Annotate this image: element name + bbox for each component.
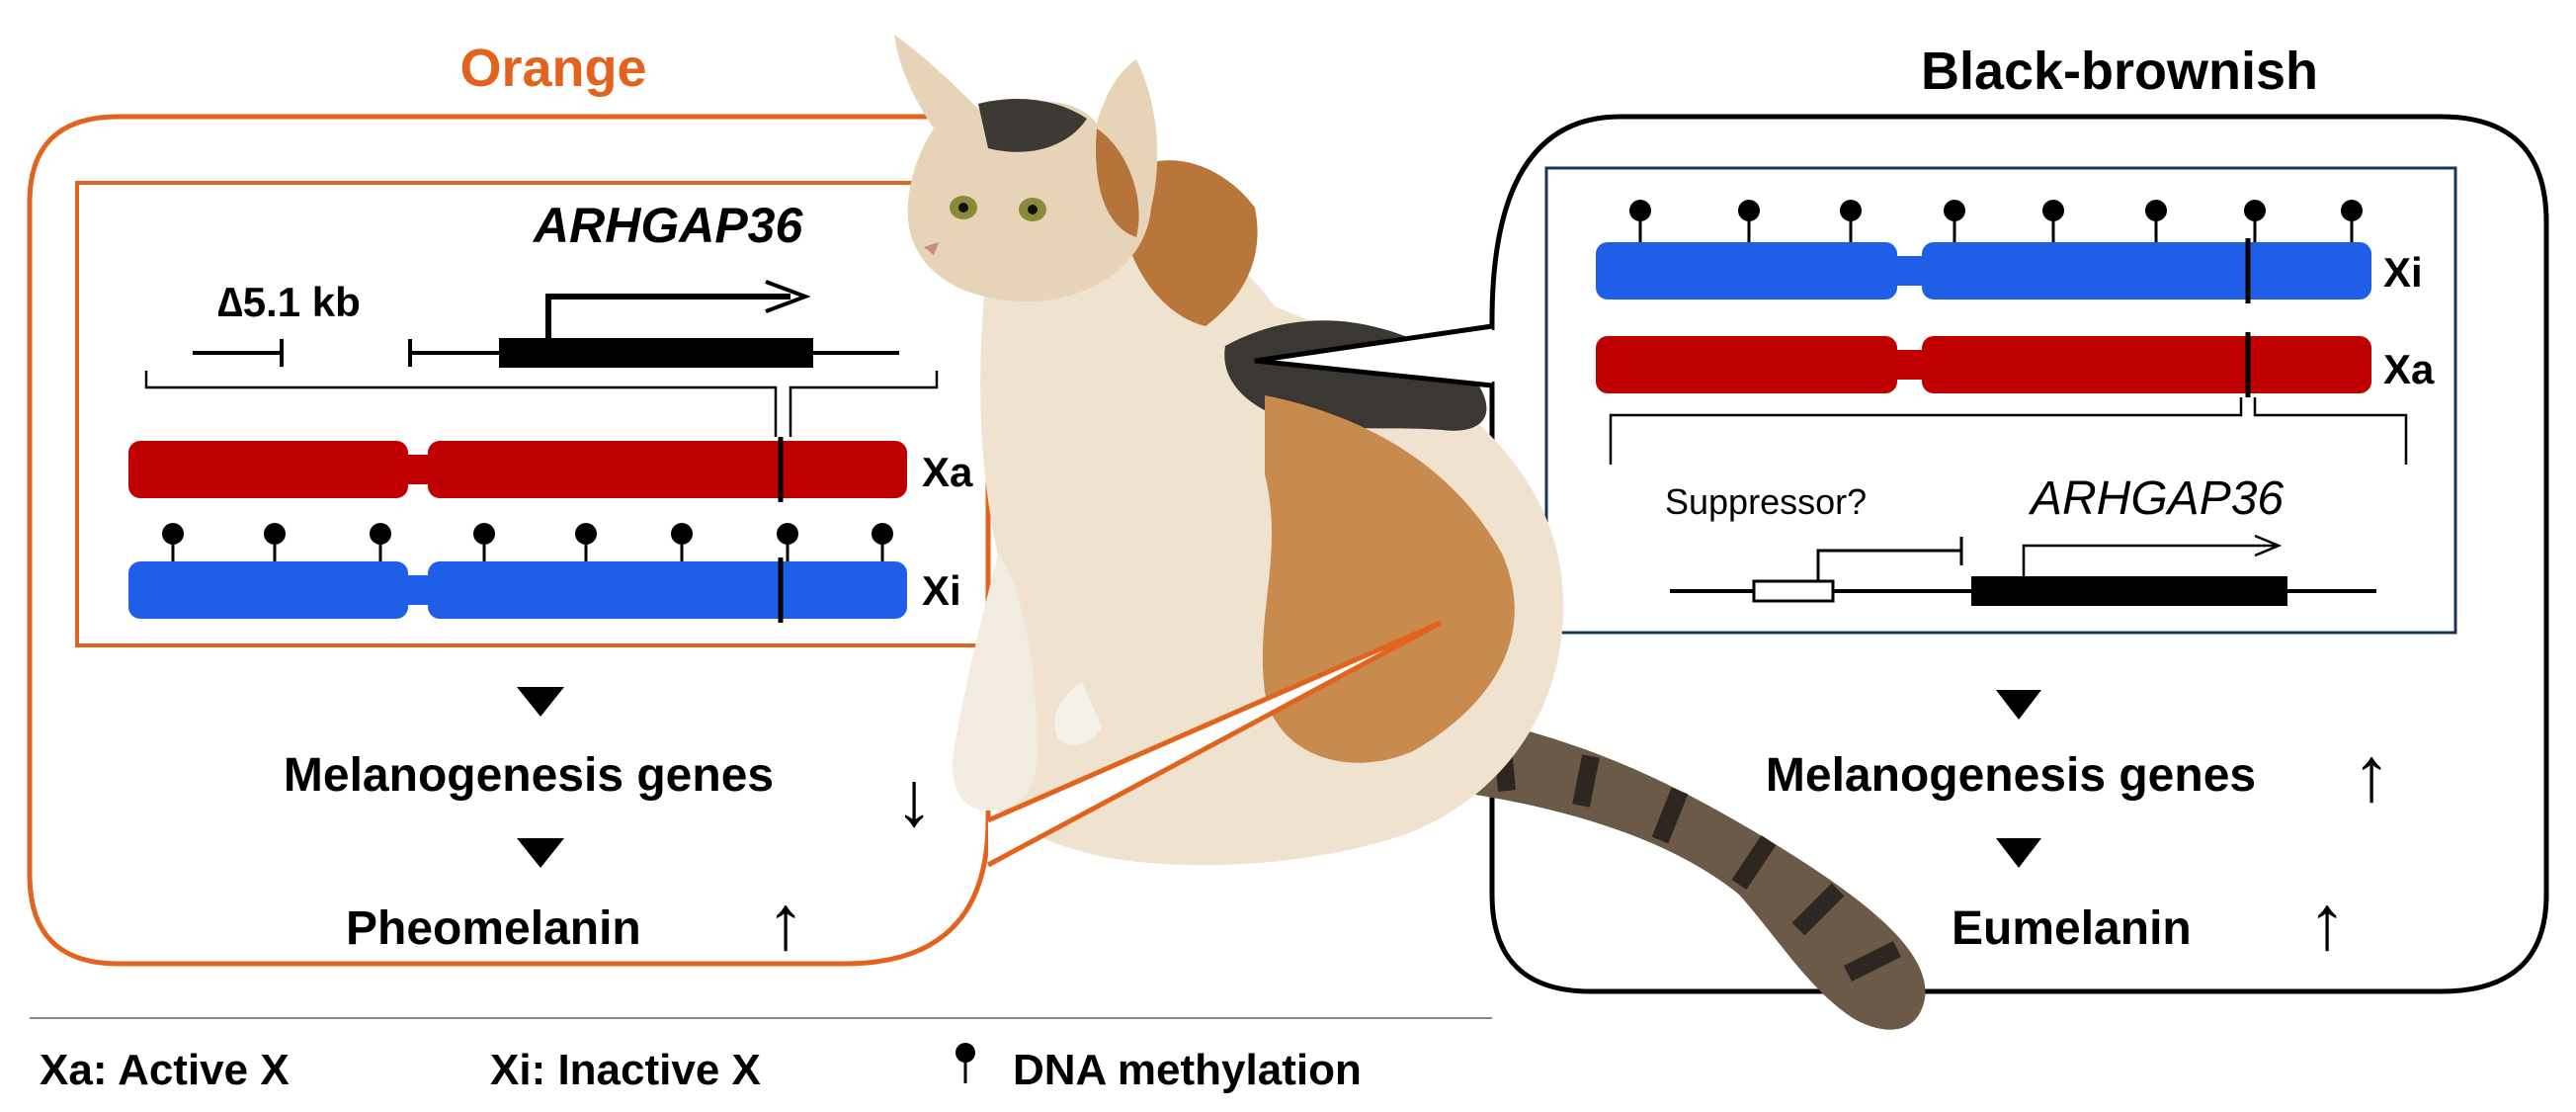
- black-xi-chromosome: [1596, 238, 2371, 303]
- black-tss-arrow: [2022, 544, 2275, 576]
- methylation-mark: [575, 523, 597, 561]
- orange-xa-label: Xa: [922, 449, 973, 495]
- black-gene-name: ARHGAP36: [2028, 472, 2284, 525]
- black-pathway-triangle-1: [1996, 690, 2041, 720]
- orange-methylation-marks: [162, 523, 893, 561]
- orange-gene-name: ARHGAP36: [532, 198, 803, 253]
- legend-xa: Xa: Active X: [40, 1046, 290, 1094]
- orange-panel: Orange ARHGAP36 ∆5.1 kb Xa: [27, 39, 1038, 967]
- black-inner-box: [1544, 166, 2457, 635]
- arhgap36-exon: [499, 338, 813, 368]
- legend-xi: Xi: Inactive X: [490, 1046, 761, 1094]
- cat-head: [894, 35, 1158, 301]
- black-step2-arrow: ↑: [2308, 879, 2347, 966]
- legend-methylation: DNA methylation: [1013, 1046, 1362, 1094]
- cat-nose: [924, 242, 939, 255]
- methylation-mark: [2341, 200, 2363, 242]
- black-xi-label: Xi: [2383, 249, 2423, 296]
- orange-xi-label: Xi: [922, 567, 961, 614]
- black-xa-chromosome: [1596, 332, 2371, 397]
- black-arhgap36-exon: [1971, 576, 2287, 606]
- black-callout-border: [1489, 114, 2549, 994]
- cat-paw: [1054, 682, 1102, 745]
- methylation-mark: [370, 523, 391, 561]
- orange-step1-text: Melanogenesis genes: [284, 749, 774, 802]
- methylation-mark: [1840, 200, 1862, 242]
- calico-cat-illustration: [894, 35, 1926, 1030]
- legend: Xa: Active X Xi: Inactive X DNA methylat…: [40, 1043, 1362, 1094]
- cat-tail: [1344, 702, 1926, 1030]
- cat-front-leg: [952, 554, 1038, 811]
- methylation-mark: [2042, 200, 2064, 242]
- methylation-mark: [473, 523, 495, 561]
- black-step1-text: Melanogenesis genes: [1766, 749, 2256, 802]
- methylation-mark: [777, 523, 798, 561]
- pointer-gap: [1488, 330, 1498, 382]
- orange-xi-chromosome: [128, 557, 907, 623]
- black-xa-label: Xa: [2383, 346, 2435, 392]
- black-callout-pointer: [1254, 323, 1493, 388]
- black-pathway-triangle-2: [1996, 838, 2041, 868]
- suppressor-element: [1752, 579, 1835, 603]
- black-zoom-lines: [1609, 397, 2408, 465]
- black-methylation-marks: [1629, 200, 2363, 242]
- methylation-mark: [162, 523, 184, 561]
- suppressor-label: Suppressor?: [1665, 481, 1867, 522]
- orange-step1-arrow: ↓: [895, 755, 934, 842]
- black-step1-arrow: ↑: [2353, 730, 2391, 817]
- orange-zoom-lines: [144, 371, 939, 437]
- black-title: Black-brownish: [1921, 42, 2318, 101]
- orange-step2-arrow: ↑: [767, 879, 805, 966]
- methylation-legend-icon: [956, 1043, 975, 1083]
- orange-pathway-triangle-2: [517, 838, 564, 868]
- orange-xa-chromosome: [128, 437, 907, 502]
- black-step2-text: Eumelanin: [1952, 902, 2192, 955]
- methylation-mark: [872, 523, 893, 561]
- tss-arrowhead: [765, 280, 811, 313]
- methylation-mark: [264, 523, 286, 561]
- black-panel: Black-brownish Xi Xa: [1489, 42, 2549, 994]
- methylation-mark: [1629, 200, 1651, 242]
- methylation-mark: [1738, 200, 1760, 242]
- black-tss-arrowhead: [2254, 534, 2283, 557]
- suppressor-inhibition: [1816, 549, 1961, 581]
- orange-callout-border: [27, 114, 991, 967]
- orange-title: Orange: [459, 39, 646, 98]
- methylation-mark: [2145, 200, 2167, 242]
- orange-callout-pointer: [986, 620, 1443, 868]
- methylation-mark: [2244, 200, 2266, 242]
- tss-arrow: [545, 294, 790, 338]
- orange-pathway-triangle-1: [517, 687, 564, 717]
- orange-step2-text: Pheomelanin: [346, 902, 641, 955]
- methylation-mark: [1944, 200, 1965, 242]
- orange-deletion-label: ∆5.1 kb: [217, 279, 361, 325]
- methylation-mark: [671, 523, 693, 561]
